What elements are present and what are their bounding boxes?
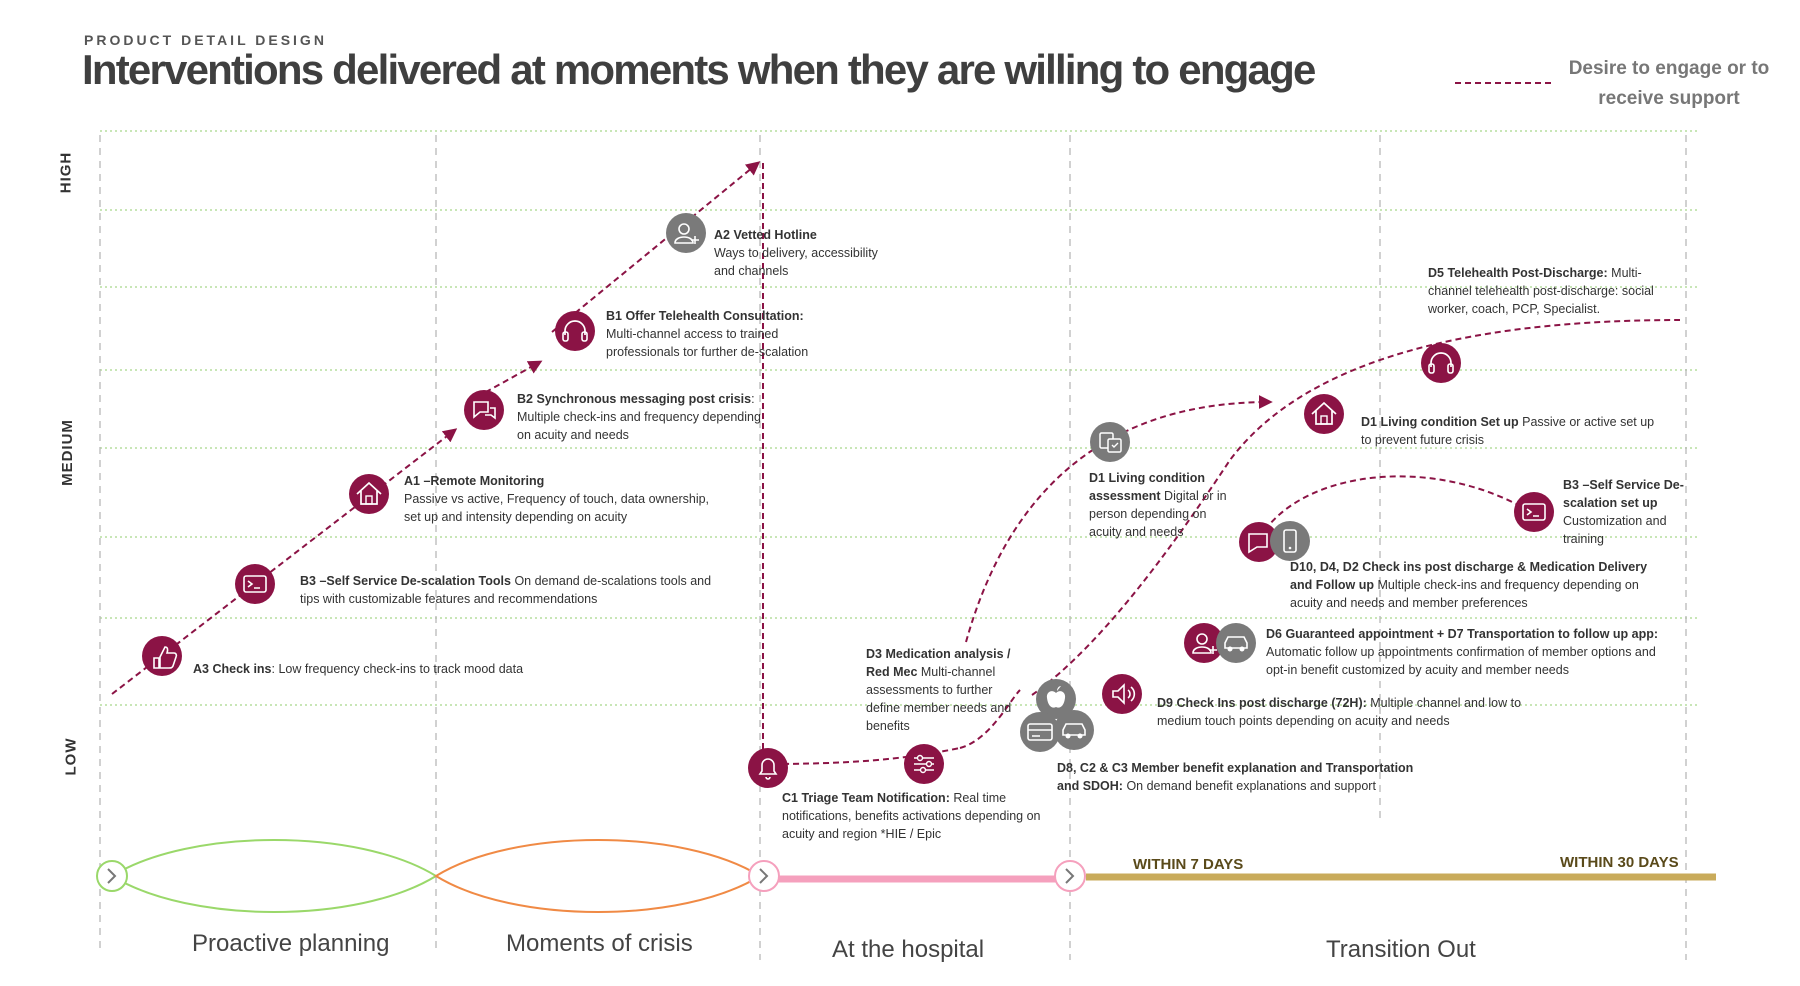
intervention-b3-setup: B3 –Self Service De-scalation set up Cus… [1563,476,1693,548]
intervention-text: Multiple check-ins and frequency dependi… [517,410,761,442]
intervention-title: A1 –Remote Monitoring [404,474,545,488]
chat-icon [464,390,504,430]
stage-label-moments-of-crisis: Moments of crisis [506,930,693,957]
intervention-b2: B2 Synchronous messaging post crisis:Mul… [517,392,761,442]
intervention-text: Passive or active set up to prevent futu… [1361,415,1655,447]
intervention-text: On demand benefit explanations and suppo… [1122,779,1376,793]
survey-icon [1090,422,1130,462]
thumbs-up-icon [142,636,182,676]
headset-icon [555,311,595,351]
intervention-title: A2 Vetted Hotline [714,228,817,242]
intervention-title: D6 Guaranteed appointment + D7 Transport… [1266,627,1659,641]
user-add-icon [666,213,706,253]
intervention-text: : Low frequency check-ins to track mood … [271,662,524,676]
intervention-text: Automatic follow up appointments confirm… [1266,645,1656,677]
intervention-text: Multi-channel telehealth post-discharge:… [1428,266,1654,316]
intervention-d10: D10, D4, D2 Check ins post discharge & M… [1290,558,1670,612]
taxi-icon [1054,710,1094,750]
intervention-title: D5 Telehealth Post-Discharge: [1428,266,1608,280]
intervention-title: D1 Living condition Set up [1361,415,1519,429]
home-icon [349,474,389,514]
stage-label-proactive-planning: Proactive planning [192,930,390,957]
stage-timeline [110,839,1716,913]
intervention-title: B1 Offer Telehealth Consultation: [606,309,804,323]
intervention-text: On demand de-scalations tools and tips w… [300,574,712,606]
speaker-icon [1102,674,1142,714]
intervention-d8: D8, C2 & C3 Member benefit explanation a… [1057,759,1427,795]
intervention-title: B3 –Self Service De-scalation Tools [300,574,511,588]
chevron-right-icon [748,860,780,892]
intervention-title: D9 Check Ins post discharge (72H): [1157,696,1367,710]
intervention-text: Passive vs active, Frequency of touch, d… [404,492,710,524]
intervention-b3-tools: B3 –Self Service De-scalation Tools On d… [300,572,720,608]
milestone-7-days: WITHIN 7 DAYS [1133,856,1244,873]
intervention-title: D1 Living condition assessment [1089,471,1205,503]
milestone-30-days: WITHIN 30 DAYS [1560,854,1679,871]
apple-icon [1036,679,1076,719]
intervention-text: Real time notifications, benefits activa… [782,791,1041,841]
intervention-title: B3 –Self Service De-scalation set up [1563,478,1684,510]
intervention-d6: D6 Guaranteed appointment + D7 Transport… [1266,625,1666,679]
chevron-right-icon [96,860,128,892]
home-icon [1304,394,1344,434]
intervention-c1: C1 Triage Team Notification: Real time n… [782,789,1062,843]
user-add-icon [1184,623,1224,663]
intervention-a3: A3 Check ins: Low frequency check-ins to… [193,660,593,678]
terminal-icon [1514,492,1554,532]
intervention-d9: D9 Check Ins post discharge (72H): Multi… [1157,694,1537,730]
intervention-title: B2 Synchronous messaging post crisis [517,392,752,406]
intervention-title: D10, D4, D2 Check ins post discharge & M… [1290,560,1648,592]
intervention-text: Multiple channel and low to medium touch… [1157,696,1522,728]
intervention-title: D3 Medication analysis / Red Mec [866,647,1011,679]
timeline-chevrons [96,860,1086,892]
intervention-text: Digital or in person depending on acuity… [1089,489,1227,539]
grid-lines [100,130,1700,706]
intervention-d3: D3 Medication analysis / Red Mec Multi-c… [866,645,1016,735]
stage-label-at-the-hospital: At the hospital [832,936,985,963]
taxi-icon [1216,623,1256,663]
legend-dashed-line [1455,82,1551,84]
legend-label: Desire to engage or to receive support [1568,58,1770,109]
intervention-title: D8, C2 & C3 Member benefit explanation a… [1057,761,1414,793]
intervention-title: A3 Check ins [193,662,272,676]
intervention-title: C1 Triage Team Notification: [782,791,950,805]
intervention-text: Customization and training [1563,514,1667,546]
intervention-d1-setup: D1 Living condition Set up Passive or ac… [1361,413,1661,449]
intervention-text: Multiple check-ins and frequency dependi… [1290,578,1639,610]
intervention-d5: D5 Telehealth Post-Discharge: Multi-chan… [1428,264,1663,318]
page-title: Interventions delivered at moments when … [82,46,1316,93]
intervention-text: Ways to delivery, accessibility and chan… [714,246,878,278]
terminal-icon [235,564,275,604]
intervention-text: Multi-channel access to trained professi… [606,327,809,359]
stage-label-transition-out: Transition Out [1326,936,1476,963]
intervention-d1-assessment: D1 Living condition assessment Digital o… [1089,469,1229,541]
phone-icon [1270,521,1310,561]
bell-icon [748,748,788,788]
sliders-icon [904,744,944,784]
intervention-b1: B1 Offer Telehealth Consultation: Multi-c… [606,307,842,361]
chat-icon [1239,522,1279,562]
eyebrow-label: PRODUCT DETAIL DESIGN [84,32,327,48]
headset-icon [1421,343,1461,383]
intervention-text: Multi-channel assessments to further def… [866,665,1012,733]
credit-card-icon [1020,712,1060,752]
chevron-right-icon [1054,860,1086,892]
